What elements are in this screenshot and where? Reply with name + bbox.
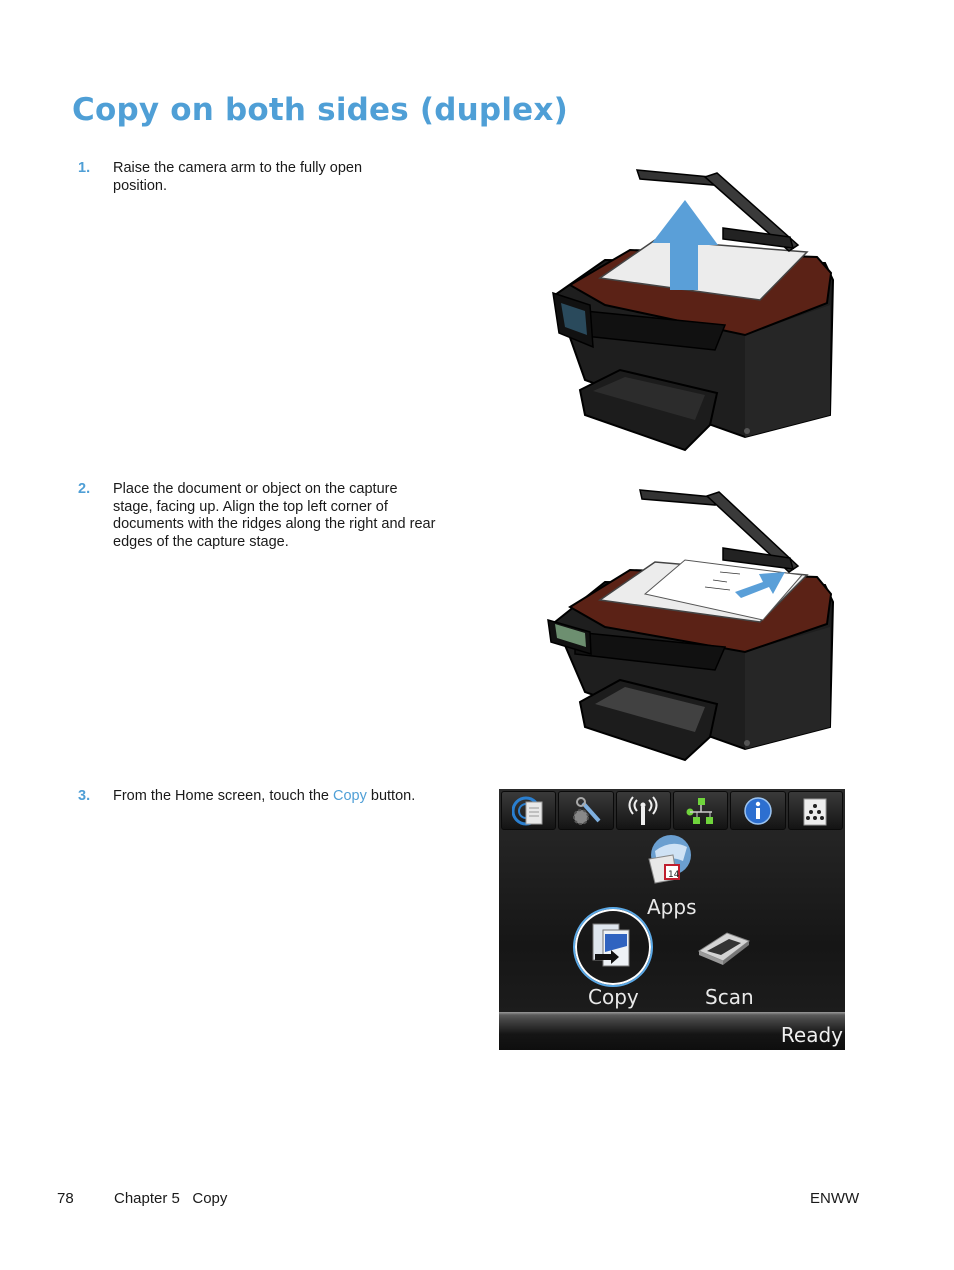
supplies-icon (803, 798, 827, 825)
scan-icon[interactable] (695, 925, 753, 969)
step-number: 2. (78, 481, 91, 497)
step-text: Place the document or object on the capt… (113, 481, 436, 550)
web-services-button[interactable] (501, 791, 557, 830)
copy-selection-highlight (573, 907, 653, 987)
status-text: Ready (780, 1023, 843, 1047)
status-bar: Ready (499, 1012, 845, 1050)
apps-icon[interactable]: 14 (643, 833, 695, 885)
setup-icon (572, 796, 601, 825)
step-number: 3. (78, 788, 91, 804)
step-text: From the Home screen, touch the Copy but… (113, 788, 416, 804)
svg-text:14: 14 (668, 870, 680, 880)
page-title: Copy on both sides (duplex) (72, 92, 568, 128)
printer-document-placed-illustration (547, 489, 835, 762)
info-button[interactable] (730, 791, 786, 830)
step-text: Raise the camera arm to the fully open p… (113, 160, 363, 194)
network-button[interactable] (672, 791, 729, 830)
printer-arm-raised-illustration (552, 169, 835, 452)
network-icon (686, 797, 713, 824)
info-icon (744, 796, 772, 825)
scan-label[interactable]: Scan (705, 985, 754, 1009)
copy-link[interactable]: Copy (333, 788, 367, 804)
apps-label[interactable]: Apps (647, 895, 697, 919)
footer-locale: ENWW (810, 1190, 860, 1207)
wireless-icon (628, 795, 658, 825)
web-services-icon (511, 796, 543, 825)
setup-button[interactable] (558, 791, 614, 830)
supplies-button[interactable] (787, 791, 843, 830)
home-icon-bar (501, 791, 843, 830)
footer-chapter: Chapter 5 Copy (114, 1190, 228, 1207)
wireless-button[interactable] (615, 791, 671, 830)
page-number: 78 (57, 1190, 74, 1207)
control-panel-home-screen: 14 Apps Copy Scan Ready (499, 789, 845, 1050)
copy-label[interactable]: Copy (588, 985, 639, 1009)
step-number: 1. (78, 160, 91, 176)
